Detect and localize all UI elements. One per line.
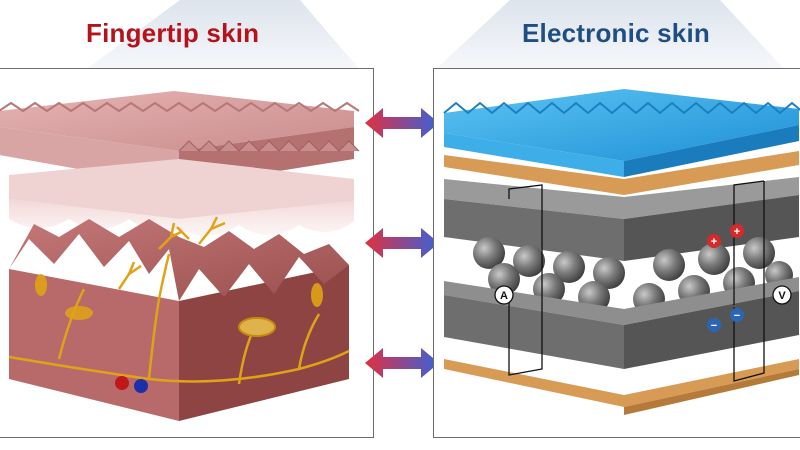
- left-beam: [85, 0, 360, 70]
- electronic-skin-title: Electronic skin: [522, 18, 710, 48]
- voltmeter-icon: V: [772, 285, 792, 305]
- bottom-electrode-layer: [444, 359, 799, 415]
- negative-charge-label-2: −: [734, 310, 740, 322]
- blue-cell-marker: [134, 379, 148, 393]
- epidermis-film-layer: [9, 159, 354, 236]
- upper-gray-block: [444, 177, 799, 261]
- nerve-fibers: [8, 216, 350, 385]
- ammeter-icon: A: [494, 285, 514, 305]
- negative-charge-label-1: −: [711, 320, 717, 332]
- fingertip-skin-illustration: [0, 91, 360, 421]
- electronic-skin-panel: A V + + − −: [433, 68, 800, 438]
- negative-charge-icon: − −: [707, 308, 744, 332]
- fingertip-skin-title: Fingertip skin: [86, 18, 260, 48]
- ruffini-ending: [311, 283, 323, 307]
- positive-charge-label-2: +: [734, 226, 740, 238]
- fingertip-skin-panel: [0, 68, 374, 438]
- voltmeter-label: V: [778, 290, 786, 302]
- positive-charge-icon: + +: [707, 224, 744, 248]
- top-electrode-layer: [444, 151, 799, 195]
- right-beam: [435, 0, 785, 70]
- double-headed-arrow-icon: [365, 348, 439, 378]
- ammeter-label: A: [500, 290, 508, 302]
- merkel-ending: [35, 274, 47, 296]
- double-headed-arrow-icon: [365, 108, 439, 138]
- electronic-skin-illustration: A V + + − −: [443, 89, 800, 415]
- red-cell-marker: [115, 376, 129, 390]
- positive-charge-label-1: +: [711, 236, 717, 248]
- pacinian-corpuscle: [238, 317, 276, 337]
- double-headed-arrow-icon: [365, 228, 439, 258]
- dermis-block: [9, 219, 349, 421]
- meissner-corpuscle: [65, 306, 93, 320]
- micro-dome-array: [473, 237, 793, 315]
- blue-ridged-layer: [443, 89, 800, 177]
